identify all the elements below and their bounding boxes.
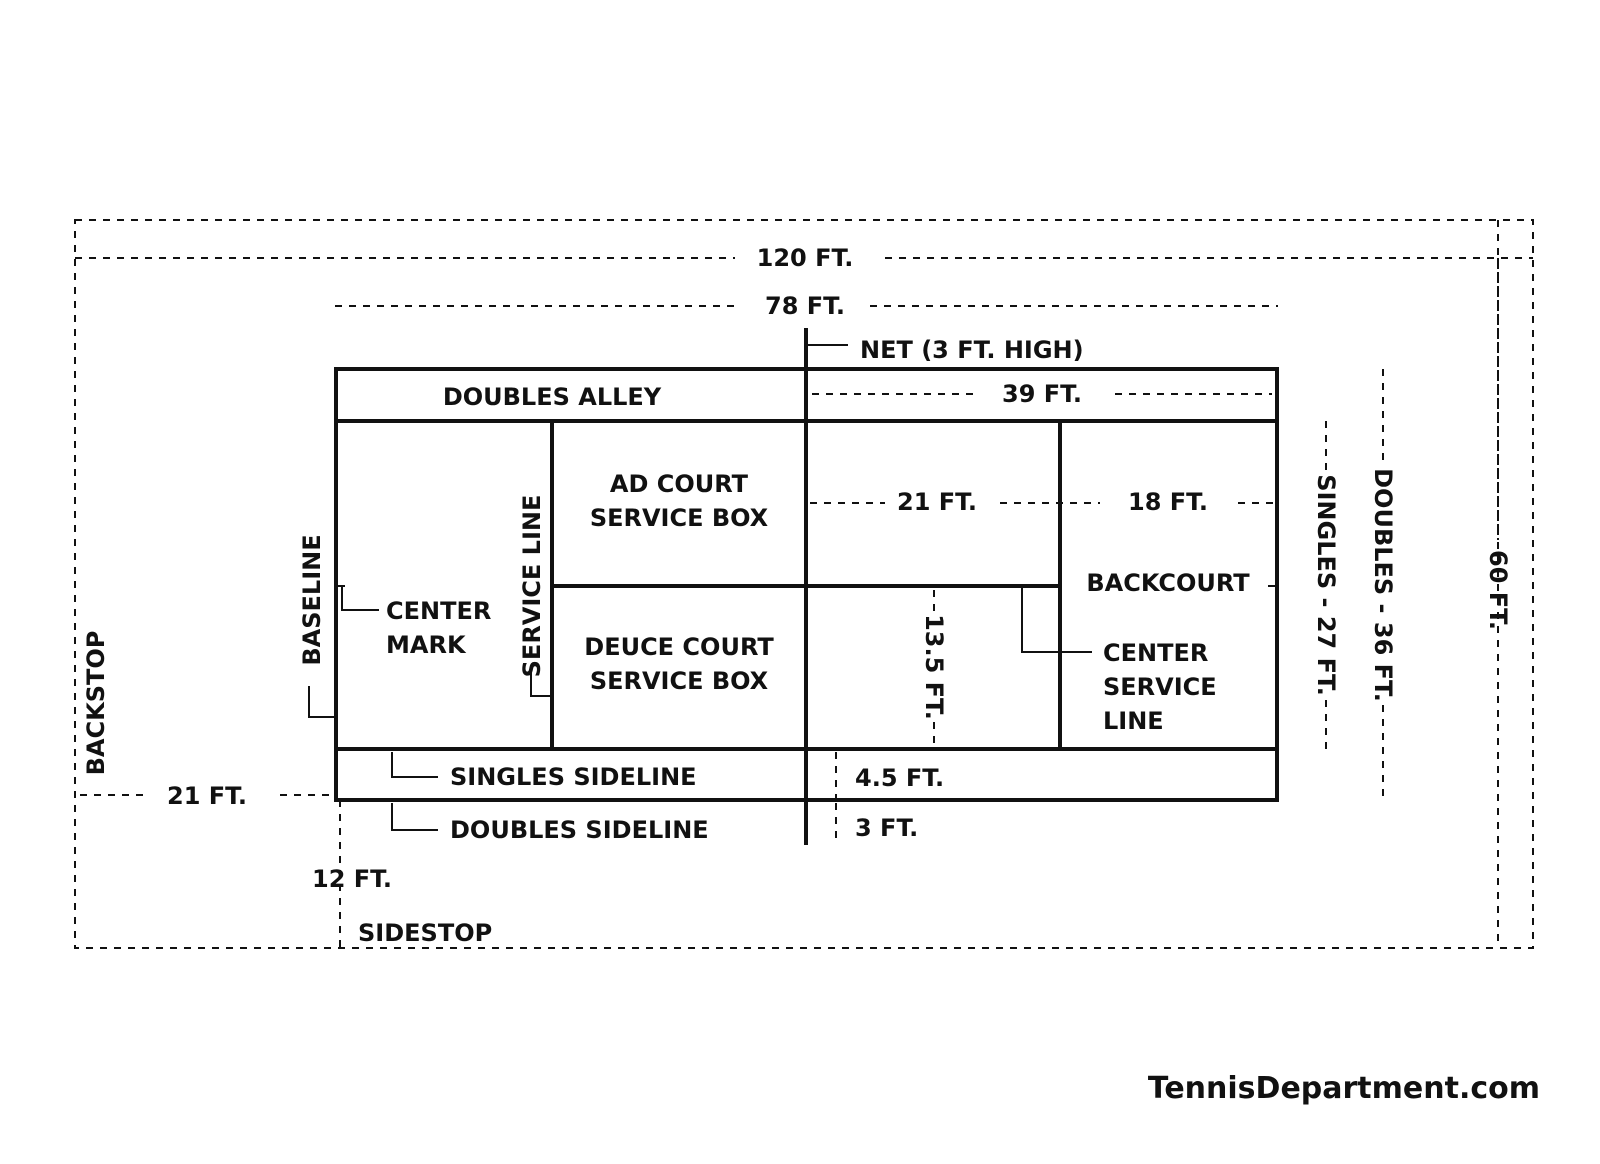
court-length-label: 78 FT. [765,292,845,320]
baseline-leader [308,686,336,718]
half-length-label: 39 FT. [1002,380,1082,408]
total-width-label: 60 FT. [1484,550,1512,630]
singles-width-label: SINGLES - 27 FT. [1312,474,1340,696]
service-line-leader [530,668,552,697]
center-service-leader [1021,586,1092,653]
service-line-label: SERVICE LINE [518,495,546,678]
singles-sideline-leader [391,752,438,778]
backstop-label: BACKSTOP [82,631,110,776]
alley-width-label: 4.5 FT. [855,764,944,792]
doubles-sideline-label: DOUBLES SIDELINE [450,816,709,844]
center-mark-label-2: MARK [386,631,467,659]
net-overhang-label: 3 FT. [855,814,918,842]
doubles-alley-label: DOUBLES ALLEY [443,383,662,411]
doubles-sideline-leader [391,803,438,831]
backcourt-depth-label: 18 FT. [1128,488,1208,516]
service-depth-label: 21 FT. [897,488,977,516]
ad-court-label-1: AD COURT [610,470,749,498]
center-service-label-3: LINE [1103,707,1164,735]
doubles-width-label: DOUBLES - 36 FT. [1369,468,1397,702]
sidestop-label: SIDESTOP [358,919,492,947]
deuce-court-label-1: DEUCE COURT [584,633,774,661]
baseline-label: BASELINE [298,534,326,665]
side-clearance-label: 12 FT. [312,865,392,893]
service-width-label: 13.5 FT. [920,614,948,720]
center-service-label-1: CENTER [1103,639,1208,667]
backcourt-label: BACKCOURT [1086,569,1250,597]
brand-text: TennisDepartment.com [1148,1071,1540,1106]
center-service-label-2: SERVICE [1103,673,1217,701]
center-mark-label-1: CENTER [386,597,491,625]
deuce-court-label-2: SERVICE BOX [590,667,769,695]
singles-sideline-label: SINGLES SIDELINE [450,763,697,791]
enclosure-boundary [74,219,1534,949]
net-label: NET (3 FT. HIGH) [860,336,1084,364]
center-mark-leader [341,586,379,611]
total-length-label: 120 FT. [757,244,854,272]
ad-court-label-2: SERVICE BOX [590,504,769,532]
back-clearance-label: 21 FT. [167,782,247,810]
